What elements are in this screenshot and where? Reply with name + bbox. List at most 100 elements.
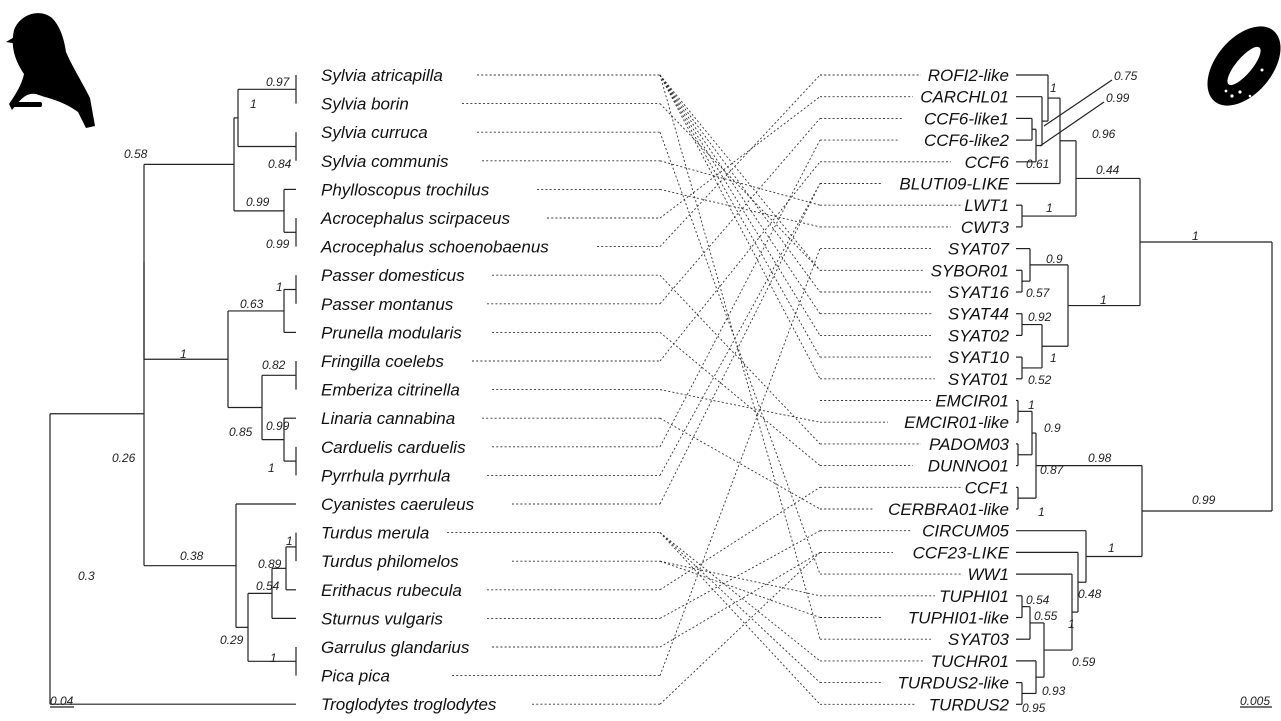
parasite-support-value: 0.87 [1040,463,1065,477]
parasite-support-value: 0.75 [1114,69,1138,83]
parasite-scale-label: 0.005 [1240,694,1270,708]
host-taxon-passer-domesticus: Passer domesticus [321,266,465,285]
support-pointer [1039,101,1105,147]
association-line [659,532,821,662]
association-line [659,183,821,505]
parasite-taxon-tuphi01: TUPHI01 [939,587,1009,606]
association-line [659,248,821,676]
parasite-support-value: 1 [1108,541,1115,555]
host-taxon-garrulus-glandarius: Garrulus glandarius [321,638,470,657]
association-line [659,332,821,466]
parasite-taxon-syat16: SYAT16 [948,283,1010,302]
parasite-support-value: 0.99 [1192,493,1216,507]
association-line [659,183,821,476]
parasite-support-value: 0.57 [1026,286,1051,300]
association-line [659,161,821,362]
host-support-value: 1 [286,534,293,548]
parasite-support-value: 1 [1046,201,1053,215]
host-tree-branches [49,75,297,705]
parasite-support-value: 0.54 [1026,593,1050,607]
parasite-support-value: 0.48 [1078,587,1102,601]
parasite-support-value: 1 [1068,617,1075,631]
host-support-value: 0.85 [229,425,253,439]
association-line [659,118,821,305]
association-line [659,560,821,597]
parasite-taxon-turdus2-like: TURDUS2-like [898,674,1009,693]
host-support-value: 1 [276,280,283,294]
host-taxon-prunella-modularis: Prunella modularis [321,323,462,342]
parasite-support-value: 0.98 [1088,451,1112,465]
parasite-support-value: 0.99 [1106,91,1130,105]
host-taxon-turdus-philomelos: Turdus philomelos [321,552,459,571]
parasite-support-value: 0.9 [1046,252,1063,266]
parasite-support-value: 0.96 [1092,127,1116,141]
parasite-scale-bar: 0.005 [1240,694,1272,708]
parasite-support-value: 1 [1100,293,1107,307]
host-support-value: 0.89 [258,557,282,571]
host-taxon-acrocephalus-scirpaceus: Acrocephalus scirpaceus [320,209,510,228]
parasite-support-value: 0.95 [1022,701,1046,715]
host-support-value: 0.26 [112,451,136,465]
parasite-taxon-lwt1: LWT1 [964,196,1009,215]
association-line [659,74,821,314]
parasite-support-value: 1 [1050,351,1057,365]
host-taxon-acrocephalus-schoenobaenus: Acrocephalus schoenobaenus [320,238,549,257]
parasite-taxon-syat44: SYAT44 [948,305,1009,324]
association-line [659,74,821,380]
association-line [659,389,821,423]
association-line [659,74,821,247]
association-line [659,74,821,336]
host-scale-bar: 0.04 [50,694,74,708]
host-taxon-sturnus-vulgaris: Sturnus vulgaris [321,609,443,628]
host-support-value: 1 [270,651,277,665]
association-line [659,74,821,271]
host-taxon-fringilla-coelebs: Fringilla coelebs [321,352,444,371]
host-support-value: 0.29 [220,633,244,647]
parasite-support-value: 0.52 [1028,373,1052,387]
host-taxon-sylvia-atricapilla: Sylvia atricapilla [321,66,443,85]
association-line [659,417,821,510]
parasite-taxon-emcir01-like: EMCIR01-like [904,413,1009,432]
host-support-value: 1 [180,347,187,361]
host-taxon-sylvia-borin: Sylvia borin [321,95,409,114]
parasite-taxon-dunno01: DUNNO01 [928,457,1009,476]
parasite-taxon-ccf6-like2: CCF6-like2 [924,131,1010,150]
host-taxon-cyanistes-caeruleus: Cyanistes caeruleus [321,495,475,514]
host-taxon-pyrrhula-pyrrhula: Pyrrhula pyrrhula [321,466,450,485]
parasite-support-value: 1 [1192,229,1199,243]
support-pointer [1043,79,1113,127]
parasite-taxon-syat01: SYAT01 [948,370,1009,389]
association-line [659,552,821,648]
parasite-support-value: 1 [1038,505,1045,519]
host-support-value: 0.54 [256,579,280,593]
parasite-taxon-syat07: SYAT07 [948,240,1010,259]
parasite-cell-icon [1207,26,1281,106]
host-support-value: 0.63 [240,297,264,311]
parasite-taxon-syat02: SYAT02 [948,326,1010,345]
association-line [659,74,821,358]
association-line [659,552,821,705]
parasite-taxon-tuchr01: TUCHR01 [931,652,1009,671]
parasite-tree-labels: ROFI2-likeCARCHL01CCF6-like1CCF6-like2CC… [888,66,1010,714]
parasite-support-value: 0.59 [1072,655,1096,669]
parasite-support-value: 0.55 [1034,609,1058,623]
host-support-value: 1 [268,461,275,475]
association-line [659,139,821,448]
association-line [659,560,821,618]
bird-silhouette-icon [6,13,95,128]
parasite-support-value: 0.44 [1096,163,1120,177]
parasite-taxon-sybor01: SYBOR01 [931,261,1009,280]
host-support-value: 0.97 [266,75,291,89]
association-line [659,532,821,683]
host-taxon-carduelis-carduelis: Carduelis carduelis [321,438,466,457]
host-tree-support-values: 0.9710.840.990.990.5810.630.820.9910.851… [78,75,293,665]
host-taxon-linaria-cannabina: Linaria cannabina [321,409,455,428]
host-support-value: 0.99 [266,419,290,433]
parasite-taxon-syat03: SYAT03 [948,630,1010,649]
parasite-support-value: 1 [1050,81,1057,95]
association-line [659,132,821,575]
